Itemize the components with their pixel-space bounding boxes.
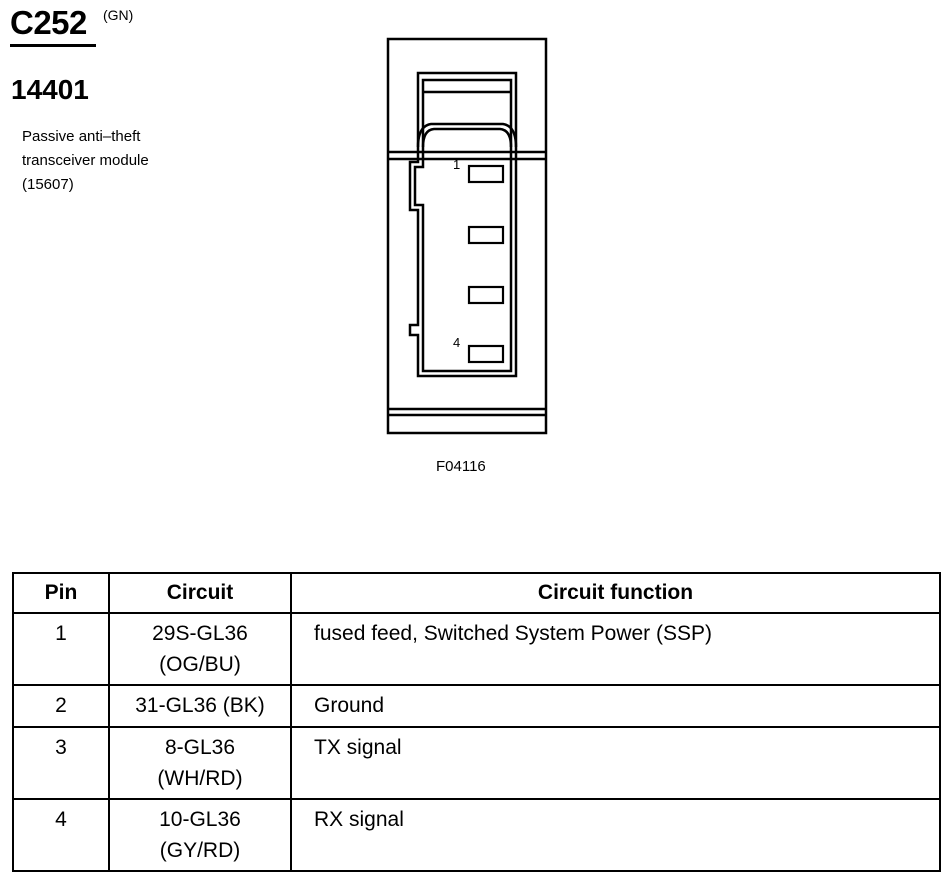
description-line-2: transceiver module (22, 152, 149, 169)
terminal-pin-1 (467, 164, 505, 184)
terminal-pin-3 (467, 285, 505, 305)
part-number: 14401 (11, 74, 89, 105)
circuit-line: 8-GL36 (164, 736, 236, 759)
circuit-cell: 29S-GL36 (OG/BU) (108, 612, 292, 686)
circuit-cell: 31-GL36 (BK) (108, 684, 292, 728)
connector-id: C252 (10, 4, 87, 41)
circuit-line: (WH/RD) (157, 767, 243, 790)
terminal-pin-4 (467, 344, 505, 364)
circuit-cell: 10-GL36 (GY/RD) (108, 798, 292, 872)
description-line-1: Passive anti–theft (22, 128, 141, 145)
circuit-line: (GY/RD) (159, 839, 241, 862)
pin-cell: 1 (12, 612, 110, 686)
pin-label-1: 1 (453, 157, 460, 172)
table-row: 1 29S-GL36 (OG/BU) fused feed, Switched … (12, 612, 941, 686)
header-circuit-function: Circuit function (290, 572, 941, 614)
description-line-3: (15607) (22, 176, 74, 193)
connector-color-code: (GN) (103, 7, 134, 23)
table-row: 4 10-GL36 (GY/RD) RX signal (12, 798, 941, 872)
pin-cell: 4 (12, 798, 110, 872)
terminal-pin-2 (467, 225, 505, 245)
pin-label-4: 4 (453, 335, 460, 350)
table-header-row: Pin Circuit Circuit function (12, 572, 941, 614)
function-cell: TX signal (290, 726, 941, 800)
circuit-cell: 8-GL36 (WH/RD) (108, 726, 292, 800)
connector-housing (386, 37, 548, 435)
terminal-cavity (408, 147, 518, 378)
locking-latch (416, 71, 518, 147)
pin-cell: 2 (12, 684, 110, 728)
circuit-line: (OG/BU) (159, 653, 241, 676)
table-row: 3 8-GL36 (WH/RD) TX signal (12, 726, 941, 800)
connector-id-underline (10, 44, 96, 47)
pinout-table: Pin Circuit Circuit function 1 29S-GL36 … (12, 572, 941, 872)
circuit-line: 29S-GL36 (152, 622, 248, 645)
circuit-line: 31-GL36 (BK) (135, 694, 265, 717)
pin-cell: 3 (12, 726, 110, 800)
header-circuit: Circuit (108, 572, 292, 614)
circuit-line: 10-GL36 (159, 808, 241, 831)
function-cell: RX signal (290, 798, 941, 872)
header-pin: Pin (12, 572, 110, 614)
function-cell: Ground (290, 684, 941, 728)
function-cell: fused feed, Switched System Power (SSP) (290, 612, 941, 686)
figure-id: F04116 (436, 458, 486, 475)
table-row: 2 31-GL36 (BK) Ground (12, 684, 941, 728)
connector-face-diagram: 1 4 (386, 37, 548, 435)
